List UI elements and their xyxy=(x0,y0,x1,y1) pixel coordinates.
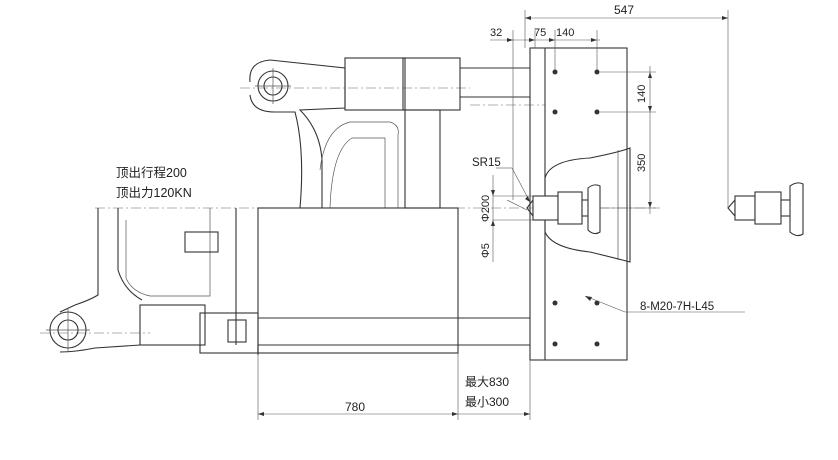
dim-547-label: 547 xyxy=(614,3,634,17)
crosshead-block xyxy=(184,231,219,253)
dim-75-label: 75 xyxy=(534,27,546,39)
bolt-hole xyxy=(594,300,600,306)
upper-link-cutout xyxy=(329,137,386,209)
toggle-mechanism xyxy=(46,57,530,354)
arrow xyxy=(648,202,652,208)
arrow xyxy=(648,106,652,112)
lower-block-left xyxy=(139,304,206,346)
bolt-hole xyxy=(594,109,600,115)
arrow xyxy=(524,412,530,416)
arrow xyxy=(722,16,728,20)
nozzle-body-right xyxy=(734,195,756,221)
dim-32-label: 32 xyxy=(490,27,502,39)
arrow xyxy=(491,190,495,196)
bolt-hole xyxy=(594,69,600,75)
ejector-stroke-label: 顶出行程200 xyxy=(116,165,187,180)
upper-link-inner-outline xyxy=(319,121,399,208)
bolt-holes xyxy=(552,69,600,347)
arrow xyxy=(525,16,531,20)
nozzle-seat-cone xyxy=(544,147,631,263)
upper-block-right xyxy=(402,57,461,111)
moving-platen-body xyxy=(257,207,459,354)
arrow xyxy=(525,196,530,202)
lower-toggle-outer-left xyxy=(59,208,99,313)
leader-phi5 xyxy=(506,199,528,211)
arrow xyxy=(491,220,495,226)
sr15-leader xyxy=(511,167,531,203)
lower-link-cutout xyxy=(125,208,211,297)
moving-platen xyxy=(235,207,459,355)
nozzle-handle-right xyxy=(789,182,804,237)
upper-block-left xyxy=(344,57,406,111)
arrow xyxy=(549,38,555,42)
dimension-lines xyxy=(257,10,745,420)
bolt-spec-label: 8-M20-7H-L45 xyxy=(640,301,714,313)
bolt-hole xyxy=(552,341,558,347)
text-labels: 顶出行程200 顶出力120KN 547 32 75 140 140 350 S… xyxy=(116,3,714,414)
bolt-hole xyxy=(552,69,558,75)
sr15-label: SR15 xyxy=(472,157,501,169)
nozzle-handle-left xyxy=(587,184,601,235)
nozzle-tip-right xyxy=(727,198,736,218)
dim-140-top-label: 140 xyxy=(556,27,574,39)
bolt-hole xyxy=(552,109,558,115)
max-open-label: 最大830 xyxy=(465,375,509,389)
bolt-hole xyxy=(552,300,558,306)
phi200-label: Φ200 xyxy=(480,195,492,222)
nozzle-nut-right xyxy=(754,191,782,225)
nozzle-nut-left xyxy=(557,191,583,225)
upper-slide-block xyxy=(404,109,441,209)
upper-toggle-arm-inner xyxy=(249,94,303,209)
ejector-force-label: 顶出力120KN xyxy=(116,186,192,200)
nozzle-assembly-left xyxy=(526,184,601,235)
nozzle-assembly-right xyxy=(727,182,804,237)
phi5-label: Φ5 xyxy=(480,243,492,258)
upper-toggle-arm xyxy=(249,59,346,208)
arrowheads xyxy=(258,16,728,416)
dim-350-label: 350 xyxy=(636,154,648,172)
bolt-hole xyxy=(594,341,600,347)
arrow xyxy=(648,72,652,78)
nozzle-body-left xyxy=(532,195,559,221)
dim-780-label: 780 xyxy=(345,400,365,414)
dim-140-right-label: 140 xyxy=(636,85,648,103)
bolt-leader xyxy=(584,295,626,313)
min-open-label: 最小300 xyxy=(465,395,509,409)
arrow xyxy=(585,296,592,301)
arrow xyxy=(529,38,535,42)
arrow xyxy=(507,38,513,42)
lower-toggle-bottom-edge xyxy=(59,344,141,353)
arrow xyxy=(591,38,597,42)
lower-block-right xyxy=(199,312,259,354)
arrow xyxy=(258,412,264,416)
arrow xyxy=(452,412,458,416)
lower-small-block xyxy=(227,319,247,343)
lower-toggle-inner-left xyxy=(117,208,143,301)
